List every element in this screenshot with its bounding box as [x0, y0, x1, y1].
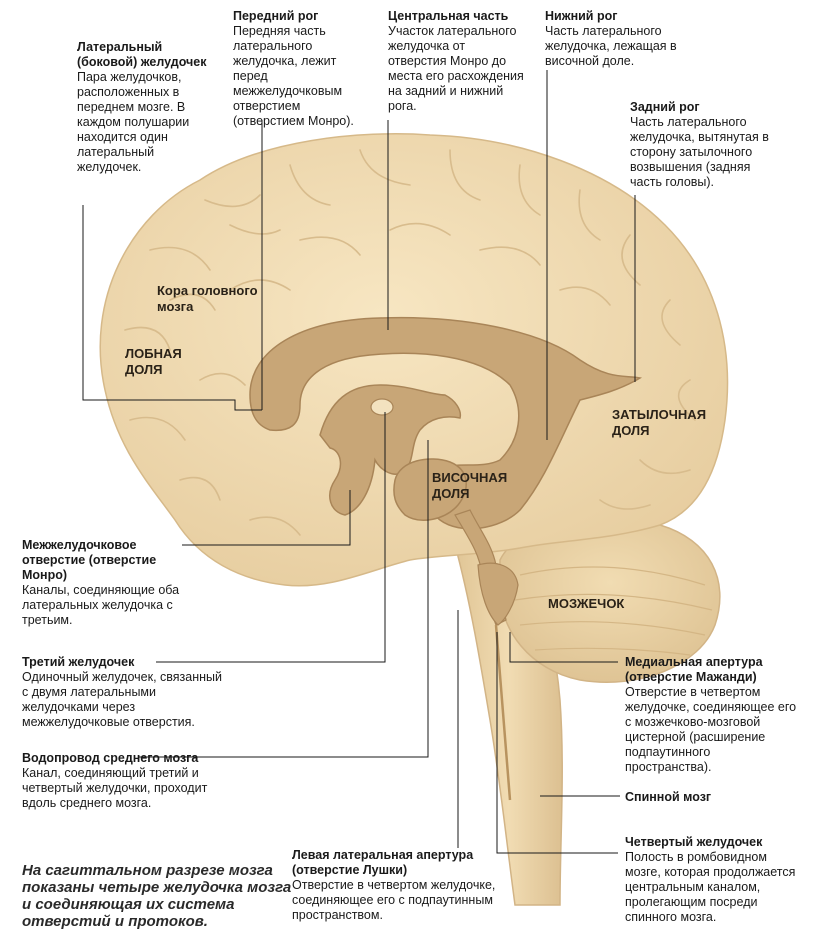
label-title: Задний рог [630, 100, 700, 114]
region-temporal-lobe: ВИСОЧНАЯ ДОЛЯ [432, 470, 508, 501]
region-occipital-lobe: ЗАТЫЛОЧНАЯ ДОЛЯ [612, 407, 707, 438]
label-title: Межжелудочковое отверстие (отверстие Мон… [22, 538, 157, 582]
region-cerebellum: МОЗЖЕЧОК [548, 596, 625, 611]
label-title: Передний рог [233, 9, 319, 23]
label-title: Латеральный (боковой) желудочек [77, 40, 207, 69]
label-title: Медиальная апертура (отверстие Мажанди) [625, 655, 763, 684]
label-title: Четвертый желудочек [625, 835, 763, 849]
monro-foramen-shape [370, 398, 394, 416]
label-desc: Часть латерального желудочка, лежащая в … [545, 24, 677, 68]
label-desc: Канал, соединяющий третий и четвертый же… [22, 766, 208, 810]
label-title: Третий желудочек [22, 655, 135, 669]
label-fourth-ventricle: Четвертый желудочек Полость в ромбовидно… [625, 835, 800, 925]
region-frontal-lobe: ЛОБНАЯ ДОЛЯ [125, 346, 182, 377]
label-title: Центральная часть [388, 9, 509, 23]
label-inferior-horn: Нижний рог Часть латерального желудочка,… [545, 9, 683, 69]
label-spinal-cord: Спинной мозг [625, 790, 785, 805]
label-desc: Полость в ромбовидном мозге, которая про… [625, 850, 796, 924]
label-desc: Передняя часть латерального желудочка, л… [233, 24, 354, 128]
label-title: Нижний рог [545, 9, 618, 23]
label-desc: Участок латерального желудочка от отверс… [388, 24, 524, 113]
fourth-ventricle-shape [477, 562, 519, 626]
cerebrum-shape [99, 133, 729, 587]
label-desc: Каналы, соединяющие оба латеральных желу… [22, 583, 180, 627]
label-title: Левая латеральная апертура (отверстие Лу… [292, 848, 474, 877]
label-title: Спинной мозг [625, 790, 712, 804]
figure-caption: На сагиттальном разрезе мозга показаны ч… [22, 862, 292, 930]
cerebellum-folia [514, 566, 713, 656]
inferior-horn-shape [393, 458, 467, 521]
label-central-part: Центральная часть Участок латерального ж… [388, 9, 526, 114]
lateral-ventricle-shape [249, 316, 643, 530]
label-desc: Отверстие в четвертом желудочке, соединя… [625, 685, 797, 774]
ventricle-system [249, 316, 643, 801]
region-cortex: Кора головного мозга [157, 283, 258, 314]
label-posterior-horn: Задний рог Часть латерального желудочка,… [630, 100, 778, 190]
label-desc: Часть латерального желудочка, вытянутая … [630, 115, 769, 189]
label-lateral-ventricle: Латеральный (боковой) желудочек Пара жел… [77, 40, 207, 175]
leader-lines [82, 70, 636, 854]
label-luschka-aperture: Левая латеральная апертура (отверстие Лу… [292, 848, 507, 923]
gyri-lines [124, 149, 696, 536]
label-title: Водопровод среднего мозга [22, 751, 199, 765]
label-aqueduct: Водопровод среднего мозга Канал, соединя… [22, 751, 217, 811]
label-desc: Одиночный желудочек, связанный с двумя л… [22, 670, 223, 729]
label-desc: Пара желудочков, расположенных в передне… [77, 70, 190, 174]
label-anterior-horn: Передний рог Передняя часть латерального… [233, 9, 368, 129]
label-desc: Отверстие в четвертом желудочке, соединя… [292, 878, 496, 922]
label-magendie-aperture: Медиальная апертура (отверстие Мажанди) … [625, 655, 800, 775]
label-third-ventricle: Третий желудочек Одиночный желудочек, св… [22, 655, 227, 730]
third-ventricle-shape [319, 384, 462, 516]
label-monro-foramen: Межжелудочковое отверстие (отверстие Мон… [22, 538, 182, 628]
